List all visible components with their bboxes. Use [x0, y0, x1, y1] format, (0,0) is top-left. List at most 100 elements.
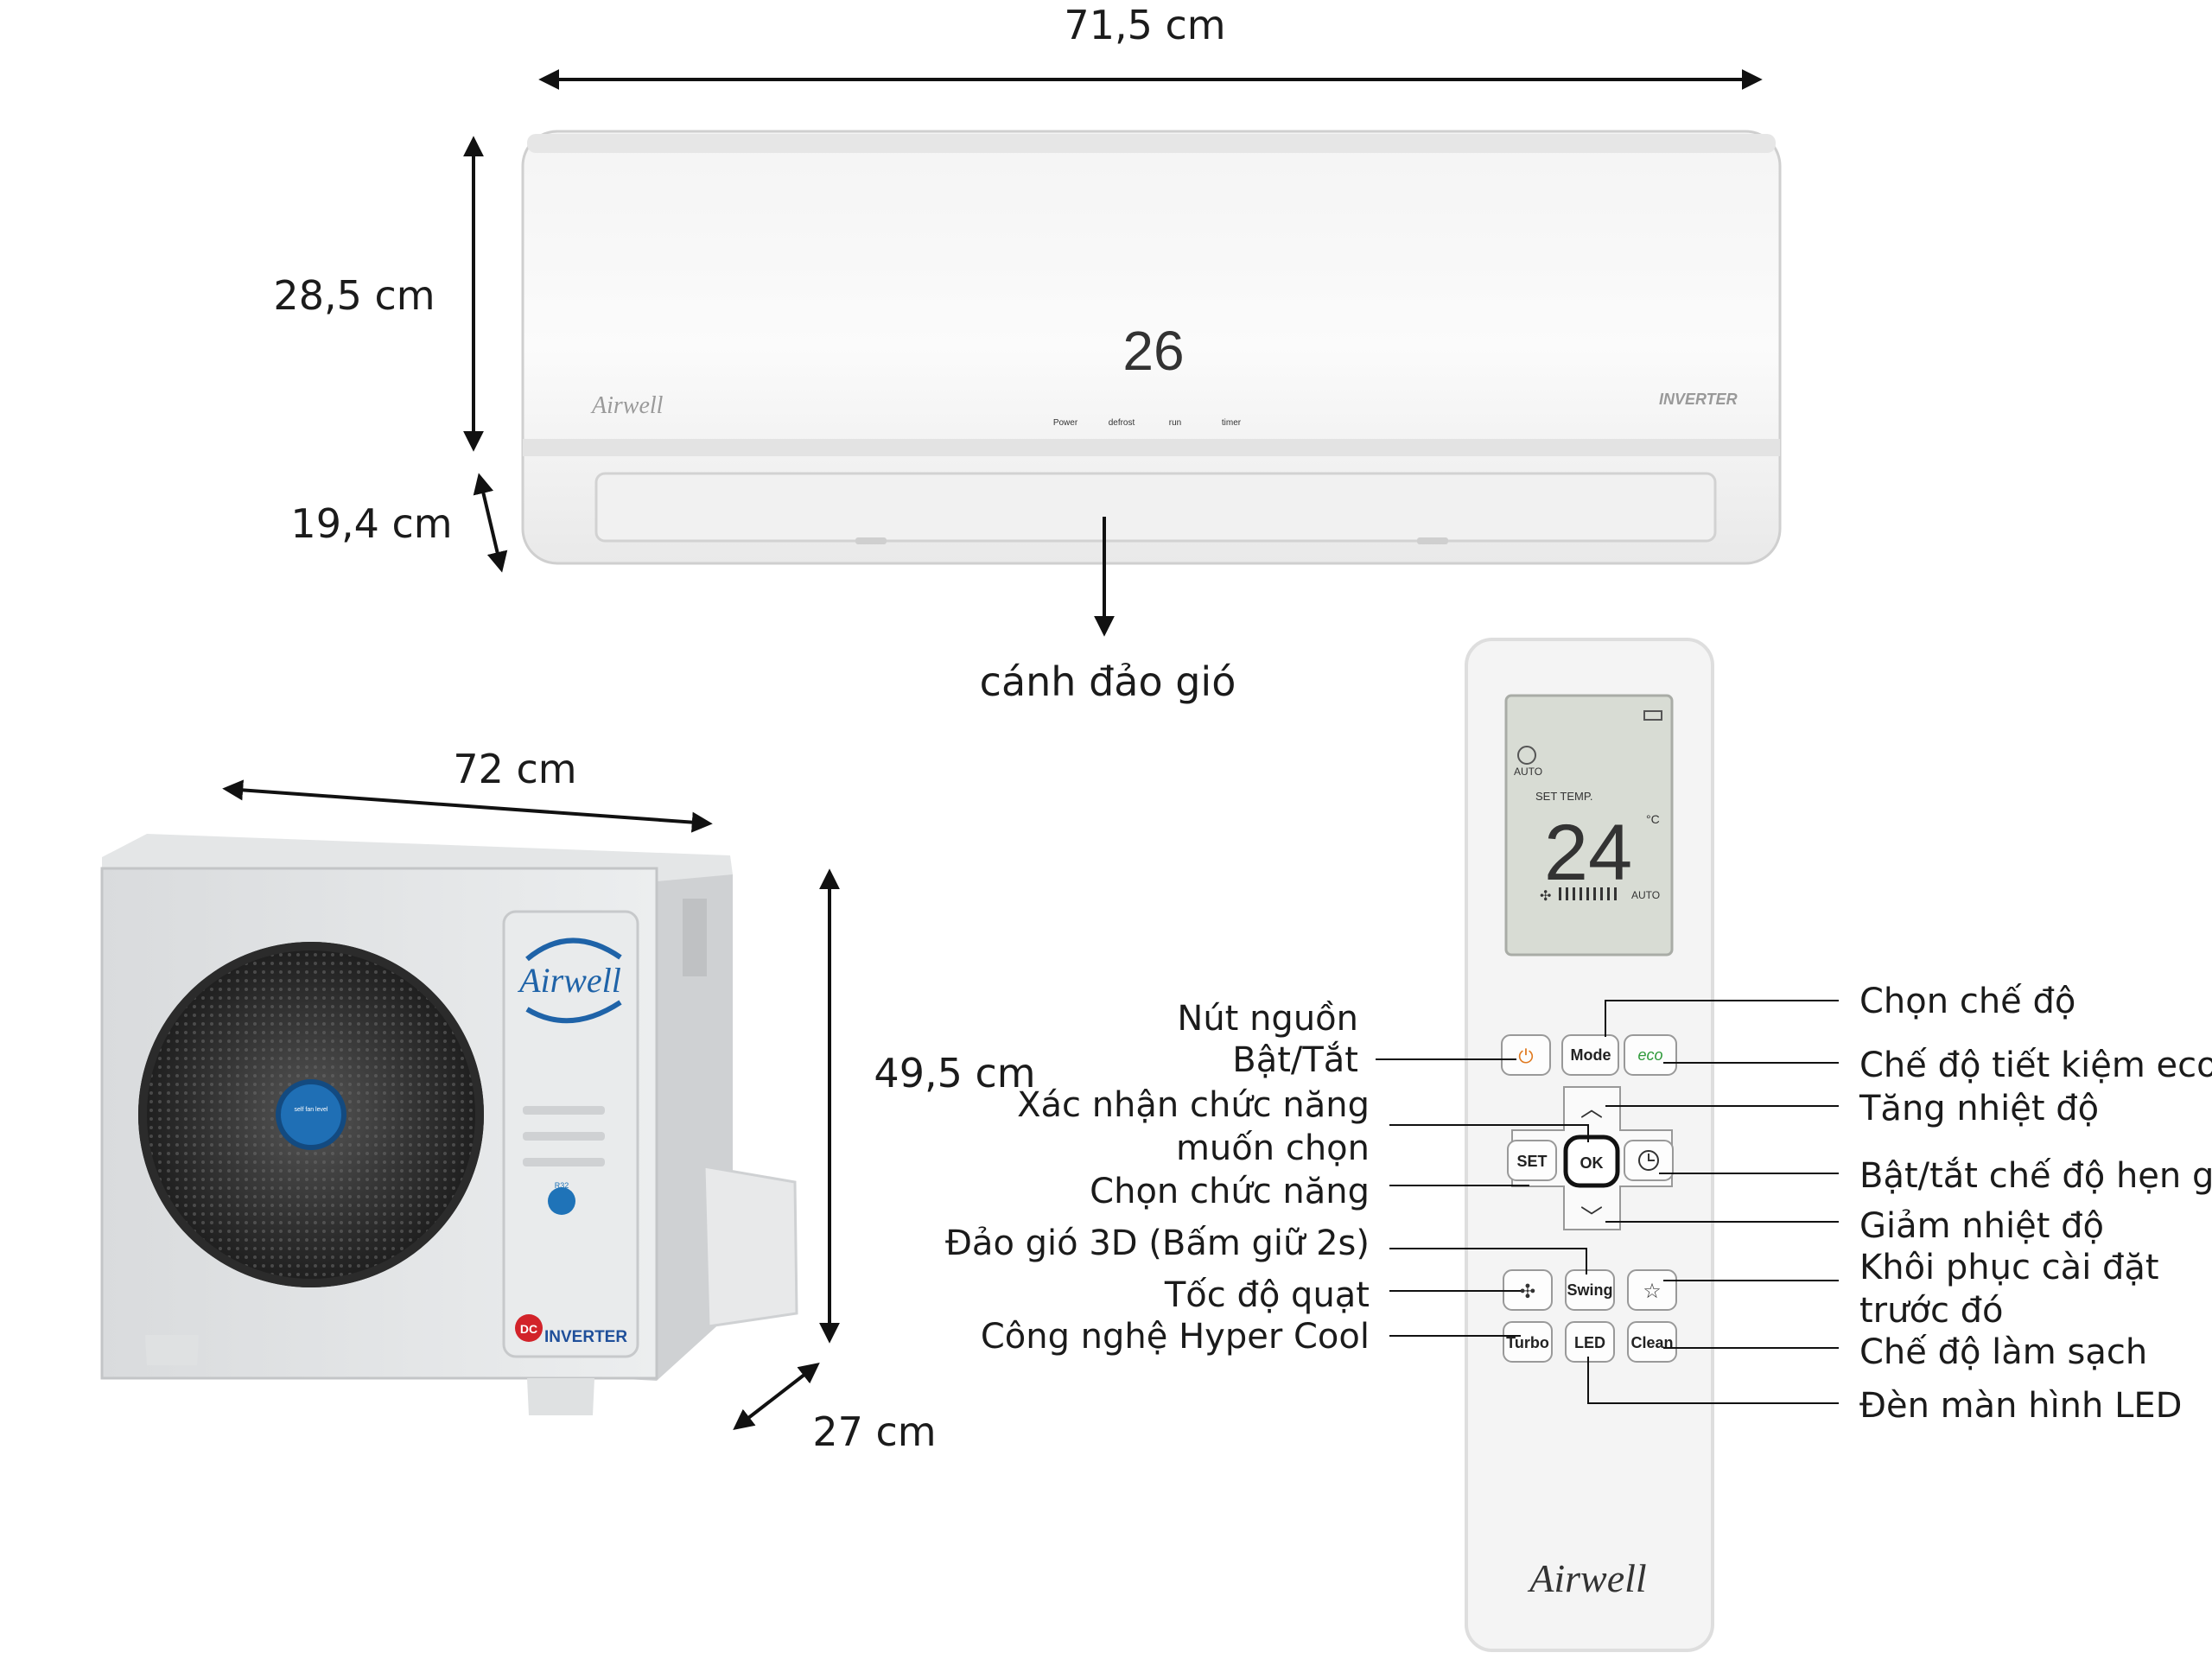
lcd-mode: AUTO [1514, 766, 1542, 778]
indoor-top-vent [527, 134, 1776, 153]
indicator-timer: timer [1222, 418, 1242, 428]
louver-label: cánh đảo gió [980, 658, 1236, 705]
indoor-clip-left [855, 537, 887, 544]
outdoor-r32-text: R32 [555, 1181, 569, 1190]
indicator-defrost: defrost [1109, 418, 1135, 428]
set-button-label: SET [1516, 1153, 1547, 1170]
callouts-left: Nút nguồn Bật/Tắt Xác nhận chức năng muố… [945, 999, 1589, 1357]
remote-control: AUTO SET TEMP. 24 °C ✣ AUTO ⏻ Mode eco ︿… [1465, 638, 1714, 1652]
lcd-fan-mode: AUTO [1631, 889, 1660, 901]
outdoor-logo-swoosh-top [525, 938, 622, 962]
turbo-button-label: Turbo [1506, 1334, 1549, 1351]
indoor-indicators: Power defrost run timer [1053, 418, 1242, 428]
leader-swing3d [1389, 1248, 1587, 1274]
led-button[interactable] [1565, 1321, 1615, 1363]
temp-up-button[interactable]: ︿ [1580, 1096, 1603, 1122]
auto-mode-icon [1517, 746, 1536, 765]
callout-power-2: Bật/Tắt [1232, 1040, 1358, 1080]
indoor-inverter-badge: INVERTER [1659, 391, 1738, 408]
leader-confirm [1389, 1124, 1589, 1142]
indoor-unit: 26 Power defrost run timer Airwell INVER… [521, 130, 1782, 565]
fan-speed-icon: ✣ [1520, 1281, 1535, 1303]
outdoor-foot-right [527, 1378, 594, 1415]
indoor-louver [594, 472, 1717, 543]
callout-select: Chọn chức năng [1090, 1172, 1370, 1211]
outdoor-valve-cover [683, 899, 707, 976]
indoor-depth-label: 19,4 cm [290, 500, 452, 547]
outdoor-depth-label: 27 cm [812, 1408, 936, 1455]
outdoor-height-label: 49,5 cm [874, 1050, 1035, 1096]
power-button[interactable] [1501, 1034, 1551, 1076]
callout-temp-down: Giảm nhiệt độ [1859, 1206, 2104, 1246]
eco-button[interactable] [1624, 1034, 1677, 1076]
outdoor-panel-slot-3 [523, 1158, 605, 1166]
remote-brand: Airwell [1527, 1556, 1646, 1600]
callout-swing3d: Đảo gió 3D (Bấm giữ 2s) [945, 1224, 1370, 1263]
leader-mode [1605, 1000, 1839, 1037]
callout-confirm-2: muốn chọn [1176, 1128, 1370, 1168]
callout-mode: Chọn chế độ [1859, 982, 2075, 1021]
callout-hyper-cool: Công nghệ Hyper Cool [981, 1317, 1370, 1357]
swing-button[interactable] [1565, 1269, 1615, 1311]
indicator-run: run [1169, 418, 1181, 428]
indoor-seam [523, 439, 1780, 456]
clean-button-label: Clean [1630, 1334, 1673, 1351]
outdoor-fan-rim [138, 942, 484, 1287]
temp-down-button[interactable]: ﹀ [1580, 1205, 1603, 1231]
outdoor-r32-badge [548, 1187, 575, 1215]
outdoor-dc-badge [515, 1314, 543, 1342]
outdoor-panel-slot-2 [523, 1132, 605, 1141]
clean-button[interactable] [1627, 1321, 1677, 1363]
outdoor-brand: Airwell [517, 961, 621, 1000]
outdoor-dc-text: DC [520, 1322, 537, 1336]
lcd-temp: 24 [1544, 809, 1632, 897]
callout-timer: Bật/tắt chế độ hẹn giờ [1859, 1156, 2212, 1196]
callout-fan-speed: Tốc độ quạt [1164, 1275, 1370, 1315]
indicator-power: Power [1053, 418, 1078, 428]
ok-button-label: OK [1580, 1154, 1604, 1172]
outdoor-service-cover [702, 1165, 798, 1328]
indoor-clip-right [1417, 537, 1448, 544]
outdoor-width-label: 72 cm [453, 746, 576, 792]
callout-restore-2: trước đó [1859, 1291, 2004, 1331]
eco-button-label: eco [1637, 1046, 1662, 1064]
callout-power-1: Nút nguồn [1177, 999, 1358, 1039]
lcd-set-temp-label: SET TEMP. [1535, 790, 1592, 803]
indoor-height-label: 28,5 cm [273, 272, 435, 319]
power-icon: ⏻ [1518, 1046, 1533, 1068]
outdoor-logo-swoosh-bottom [525, 1000, 622, 1024]
outdoor-unit: self fan level Airwell R32 DC INVERTER [100, 834, 798, 1415]
indoor-depth-arrow [473, 473, 508, 573]
outdoor-fan-hub-text: self fan level [295, 1107, 328, 1113]
swing-button-label: Swing [1567, 1281, 1613, 1299]
mode-button-label: Mode [1571, 1046, 1611, 1064]
indoor-display-temp: 26 [1122, 320, 1184, 382]
leader-led [1587, 1357, 1839, 1404]
turbo-button[interactable] [1503, 1321, 1553, 1363]
callout-clean: Chế độ làm sạch [1859, 1332, 2147, 1372]
fan-icon: ✣ [1540, 889, 1551, 904]
callouts-right: Chọn chế độ Chế độ tiết kiệm eco Tăng nh… [1587, 982, 2212, 1426]
outdoor-fan-hub [276, 1079, 346, 1150]
callout-restore-1: Khôi phục cài đặt [1859, 1248, 2159, 1287]
set-button[interactable] [1507, 1140, 1557, 1181]
star-icon: ☆ [1643, 1279, 1662, 1303]
remote-lcd [1504, 694, 1674, 957]
ok-button[interactable] [1563, 1135, 1620, 1188]
callout-led: Đèn màn hình LED [1859, 1386, 2182, 1426]
lcd-fan-bars [1559, 887, 1617, 900]
callout-eco: Chế độ tiết kiệm eco [1859, 1046, 2212, 1085]
callout-confirm-1: Xác nhận chức năng [1017, 1085, 1370, 1125]
callout-temp-up: Tăng nhiệt độ [1859, 1089, 2099, 1128]
mode-button[interactable] [1561, 1034, 1619, 1076]
indoor-brand: Airwell [590, 392, 664, 419]
battery-icon [1643, 710, 1662, 721]
outdoor-inverter-text: INVERTER [544, 1328, 627, 1346]
outdoor-foot-left [145, 1335, 199, 1365]
outdoor-width-arrow [222, 779, 713, 833]
led-button-label: LED [1574, 1334, 1605, 1351]
indoor-width-label: 71,5 cm [1064, 2, 1225, 48]
outdoor-panel-slot-1 [523, 1106, 605, 1115]
outdoor-depth-arrow [733, 1363, 820, 1430]
